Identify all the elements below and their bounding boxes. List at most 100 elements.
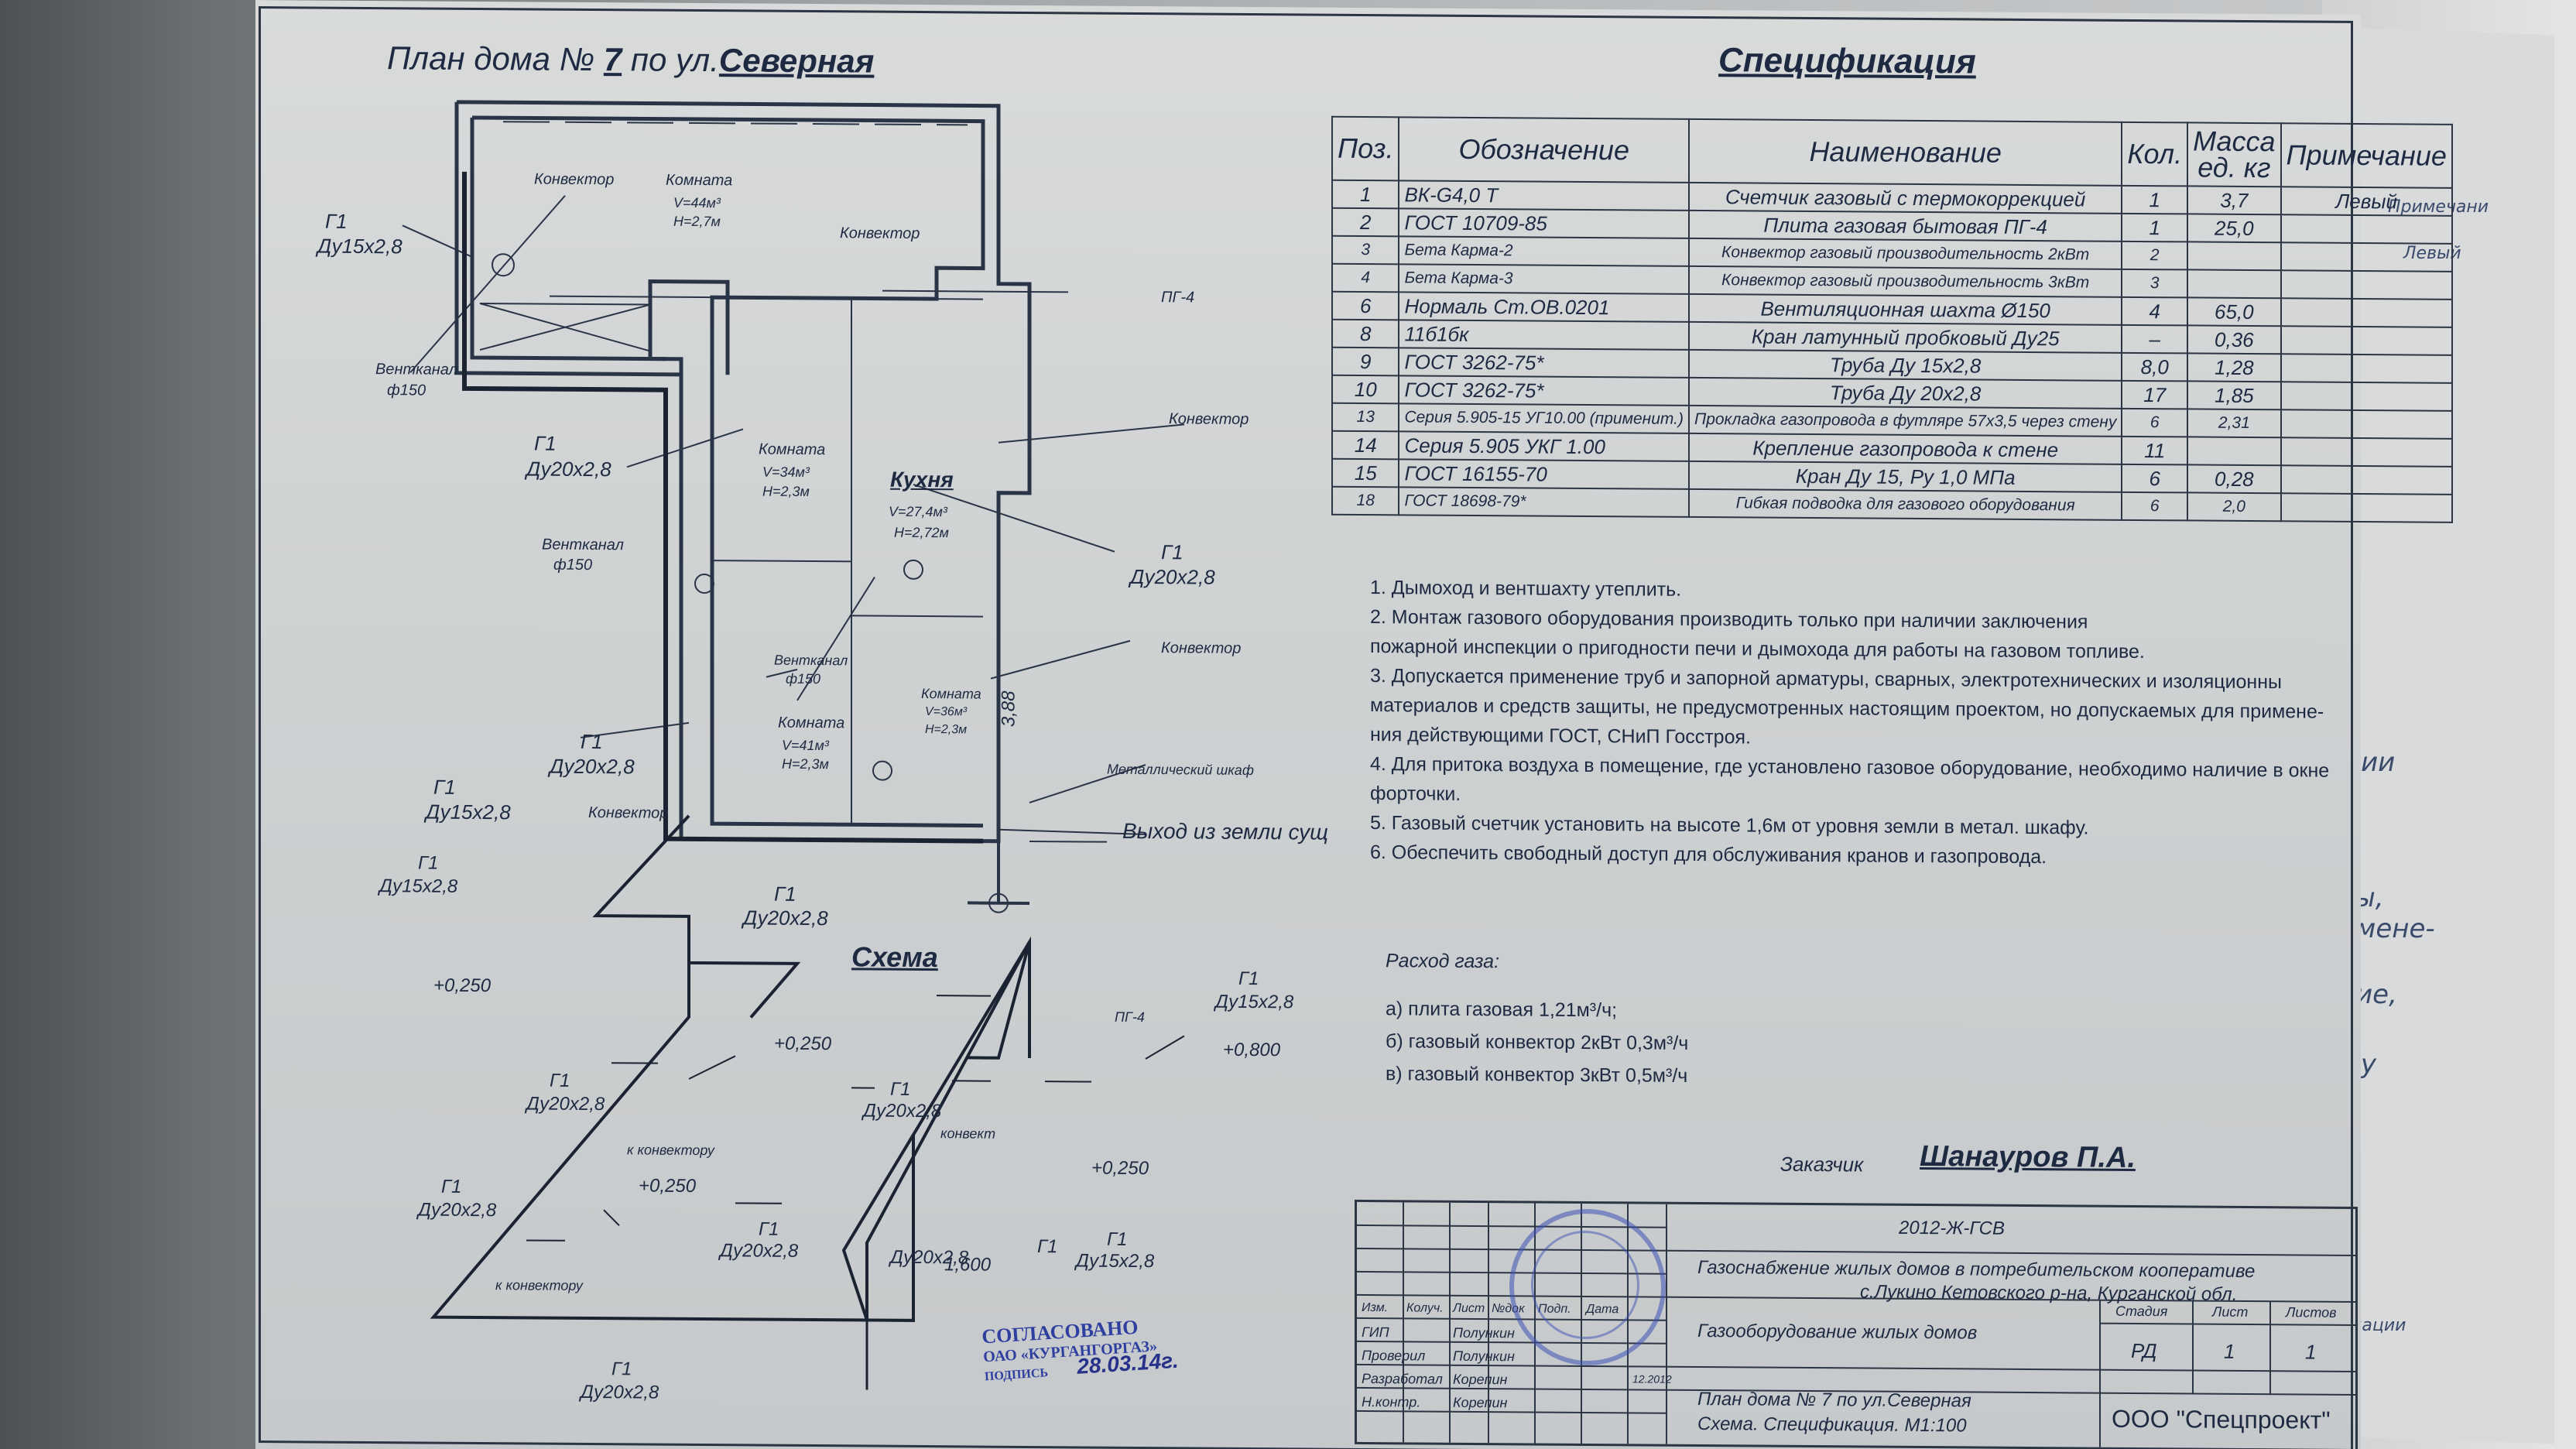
plan-label: Г1: [534, 431, 557, 455]
spec-cell: 17: [2122, 380, 2188, 409]
schema-label: Г1: [759, 1218, 779, 1240]
plan-title-mid: по ул.: [630, 41, 719, 79]
plan-house-number: 7: [603, 41, 622, 78]
tb-sheet-title: Схема. Спецификация. М1:100: [1697, 1413, 1967, 1437]
plan-label: Кухня: [890, 467, 954, 492]
spec-cell: 4: [2122, 296, 2188, 326]
spec-cell: 2,31: [2187, 409, 2281, 438]
plan-label: Г1: [774, 882, 796, 906]
tb-role: Н.контр.: [1362, 1393, 1421, 1410]
schema-label: Ду15х2,8: [379, 875, 458, 897]
tb-list: 1: [2224, 1339, 2235, 1363]
spec-cell: Серия 5.905 УКГ 1.00: [1399, 431, 1689, 461]
schema-label: +0,250: [433, 975, 492, 997]
spec-cell: Прокладка газопровода в футляре 57х3,5 ч…: [1688, 405, 2122, 437]
plan-title: План дома № 7 по ул.Северная: [387, 39, 874, 80]
spec-cell: Кран Ду 15, Ру 1,0 МПа: [1688, 461, 2122, 492]
spec-table: Поз. Обозначение Наименование Кол. Масса…: [1331, 116, 2453, 523]
tb-stadia-label: Стадия: [2115, 1303, 2168, 1320]
plan-label: Металлический шкаф: [1107, 761, 1254, 779]
plan-label: H=2,7м: [673, 213, 721, 230]
gas-line: а) плита газовая 1,21м³/ч;: [1386, 998, 1618, 1022]
tb-role-name: Полункин: [1453, 1324, 1515, 1341]
plan-label: Комната: [778, 714, 845, 732]
schema-label: к конвектору: [495, 1277, 583, 1293]
round-stamp-inner: [1531, 1230, 1639, 1340]
spec-header: Кол.: [2122, 122, 2188, 187]
plan-label: Г1: [1161, 540, 1184, 564]
spec-cell: ГОСТ 18698-79*: [1399, 487, 1689, 517]
plan-label: Ду20х2,8: [1130, 564, 1215, 589]
spec-header: Поз.: [1332, 116, 1399, 181]
spec-cell: –: [2122, 324, 2188, 354]
spec-cell: [2280, 242, 2452, 272]
spec-cell: 6: [2122, 492, 2188, 521]
spec-cell: Крепление газопровода к стене: [1688, 433, 2122, 464]
spec-cell: [2280, 270, 2452, 300]
spec-cell: Серия 5.905-15 УГ10.00 (применит.): [1399, 403, 1689, 433]
plan-label: Конвектор: [1169, 410, 1249, 428]
schema-label: Г1: [1037, 1236, 1058, 1258]
schema-label: +0,250: [639, 1175, 697, 1197]
plan-label: Ду15х2,8: [426, 800, 511, 824]
spec-cell: Плита газовая бытовая ПГ-4: [1688, 210, 2122, 242]
spec-cell: 25,0: [2187, 214, 2281, 243]
approval-date: 28.03.14г.: [1076, 1348, 1180, 1379]
spec-cell: 0,28: [2187, 464, 2281, 494]
gas-line: б) газовый конвектор 2кВт 0,3м³/ч: [1386, 1030, 1689, 1054]
tb-stadia: РД: [2131, 1338, 2157, 1363]
tb-role: ГИП: [1362, 1324, 1389, 1341]
gas-consumption: Расход газа: а) плита газовая 1,21м³/ч; …: [1386, 944, 1688, 1092]
spec-header: Масса ед. кг: [2187, 122, 2281, 187]
notes: 1. Дымоход и вентшахту утеплить.2. Монта…: [1370, 573, 2329, 874]
schema-label: Ду20х2,8: [418, 1199, 497, 1221]
schema-label: Ду20х2,8: [863, 1100, 942, 1122]
spec-cell: ГОСТ 16155-70: [1399, 459, 1689, 489]
plan-label: Г1: [581, 729, 603, 754]
schema-label: Ду20х2,8: [720, 1240, 799, 1262]
plan-label: Вентканал: [542, 536, 624, 554]
tb-col: Лист: [1453, 1301, 1485, 1316]
plan-wall: [454, 101, 681, 377]
plan-label: H=2,72м: [894, 524, 949, 541]
plan-title-prefix: План дома №: [387, 39, 595, 78]
spec-cell: 14: [1332, 430, 1399, 460]
spec-title: Спецификация: [1718, 41, 1976, 81]
spec-cell: [2280, 465, 2452, 495]
plan-label: Вентканал: [375, 361, 457, 379]
plan-label: Конвектор: [534, 170, 615, 189]
spec-cell: 13: [1332, 402, 1399, 432]
tb-code: 2012-Ж-ГСВ: [1899, 1217, 2005, 1239]
schema-label: Г1: [441, 1176, 462, 1197]
schema-label: ПГ-4: [1115, 1009, 1145, 1026]
spec-cell: [2187, 269, 2281, 299]
plan-label: Вентканал: [774, 652, 848, 669]
tb-role-name: Полункин: [1453, 1348, 1515, 1365]
spec-cell: ГОСТ 3262-75*: [1399, 348, 1689, 378]
plan-label: V=36м³: [925, 705, 968, 719]
schema-label: Г1: [890, 1078, 911, 1100]
approval-stamp: СОГЛАСОВАНО ОАО «КУРГАНГОРГАЗ» ПОДПИСЬ 2…: [981, 1316, 1179, 1387]
spec-cell: 4: [1332, 263, 1399, 293]
spec-cell: 3: [1332, 235, 1399, 265]
tb-object: Газооборудование жилых домов: [1697, 1321, 1978, 1344]
spec-cell: 18: [1332, 486, 1399, 516]
spec-cell: 2: [1332, 207, 1399, 237]
tb-listov-label: Листов: [2286, 1304, 2337, 1321]
spec-header: Наименование: [1688, 118, 2122, 186]
spec-header: Обозначение: [1399, 117, 1689, 183]
schema-title: Схема: [851, 940, 938, 974]
spec-cell: Труба Ду 20х2,8: [1688, 377, 2122, 409]
plan-label: Ду15х2,8: [317, 234, 402, 259]
spec-cell: Труба Ду 15х2,8: [1688, 349, 2122, 381]
plan-wall: [470, 117, 666, 361]
plan-label: Комната: [666, 171, 733, 190]
spec-cell: Кран латунный пробковый Ду25: [1688, 321, 2122, 353]
tb-org: ООО "Спецпроект": [2112, 1404, 2331, 1434]
spec-cell: 10: [1332, 375, 1399, 404]
spec-cell: [2280, 493, 2452, 522]
schema-label: Г1: [550, 1070, 570, 1091]
customer-label: Заказчик: [1780, 1152, 1864, 1177]
tb-col: Изм.: [1362, 1300, 1389, 1315]
spec-cell: Вентиляционная шахта Ø150: [1688, 293, 2122, 325]
